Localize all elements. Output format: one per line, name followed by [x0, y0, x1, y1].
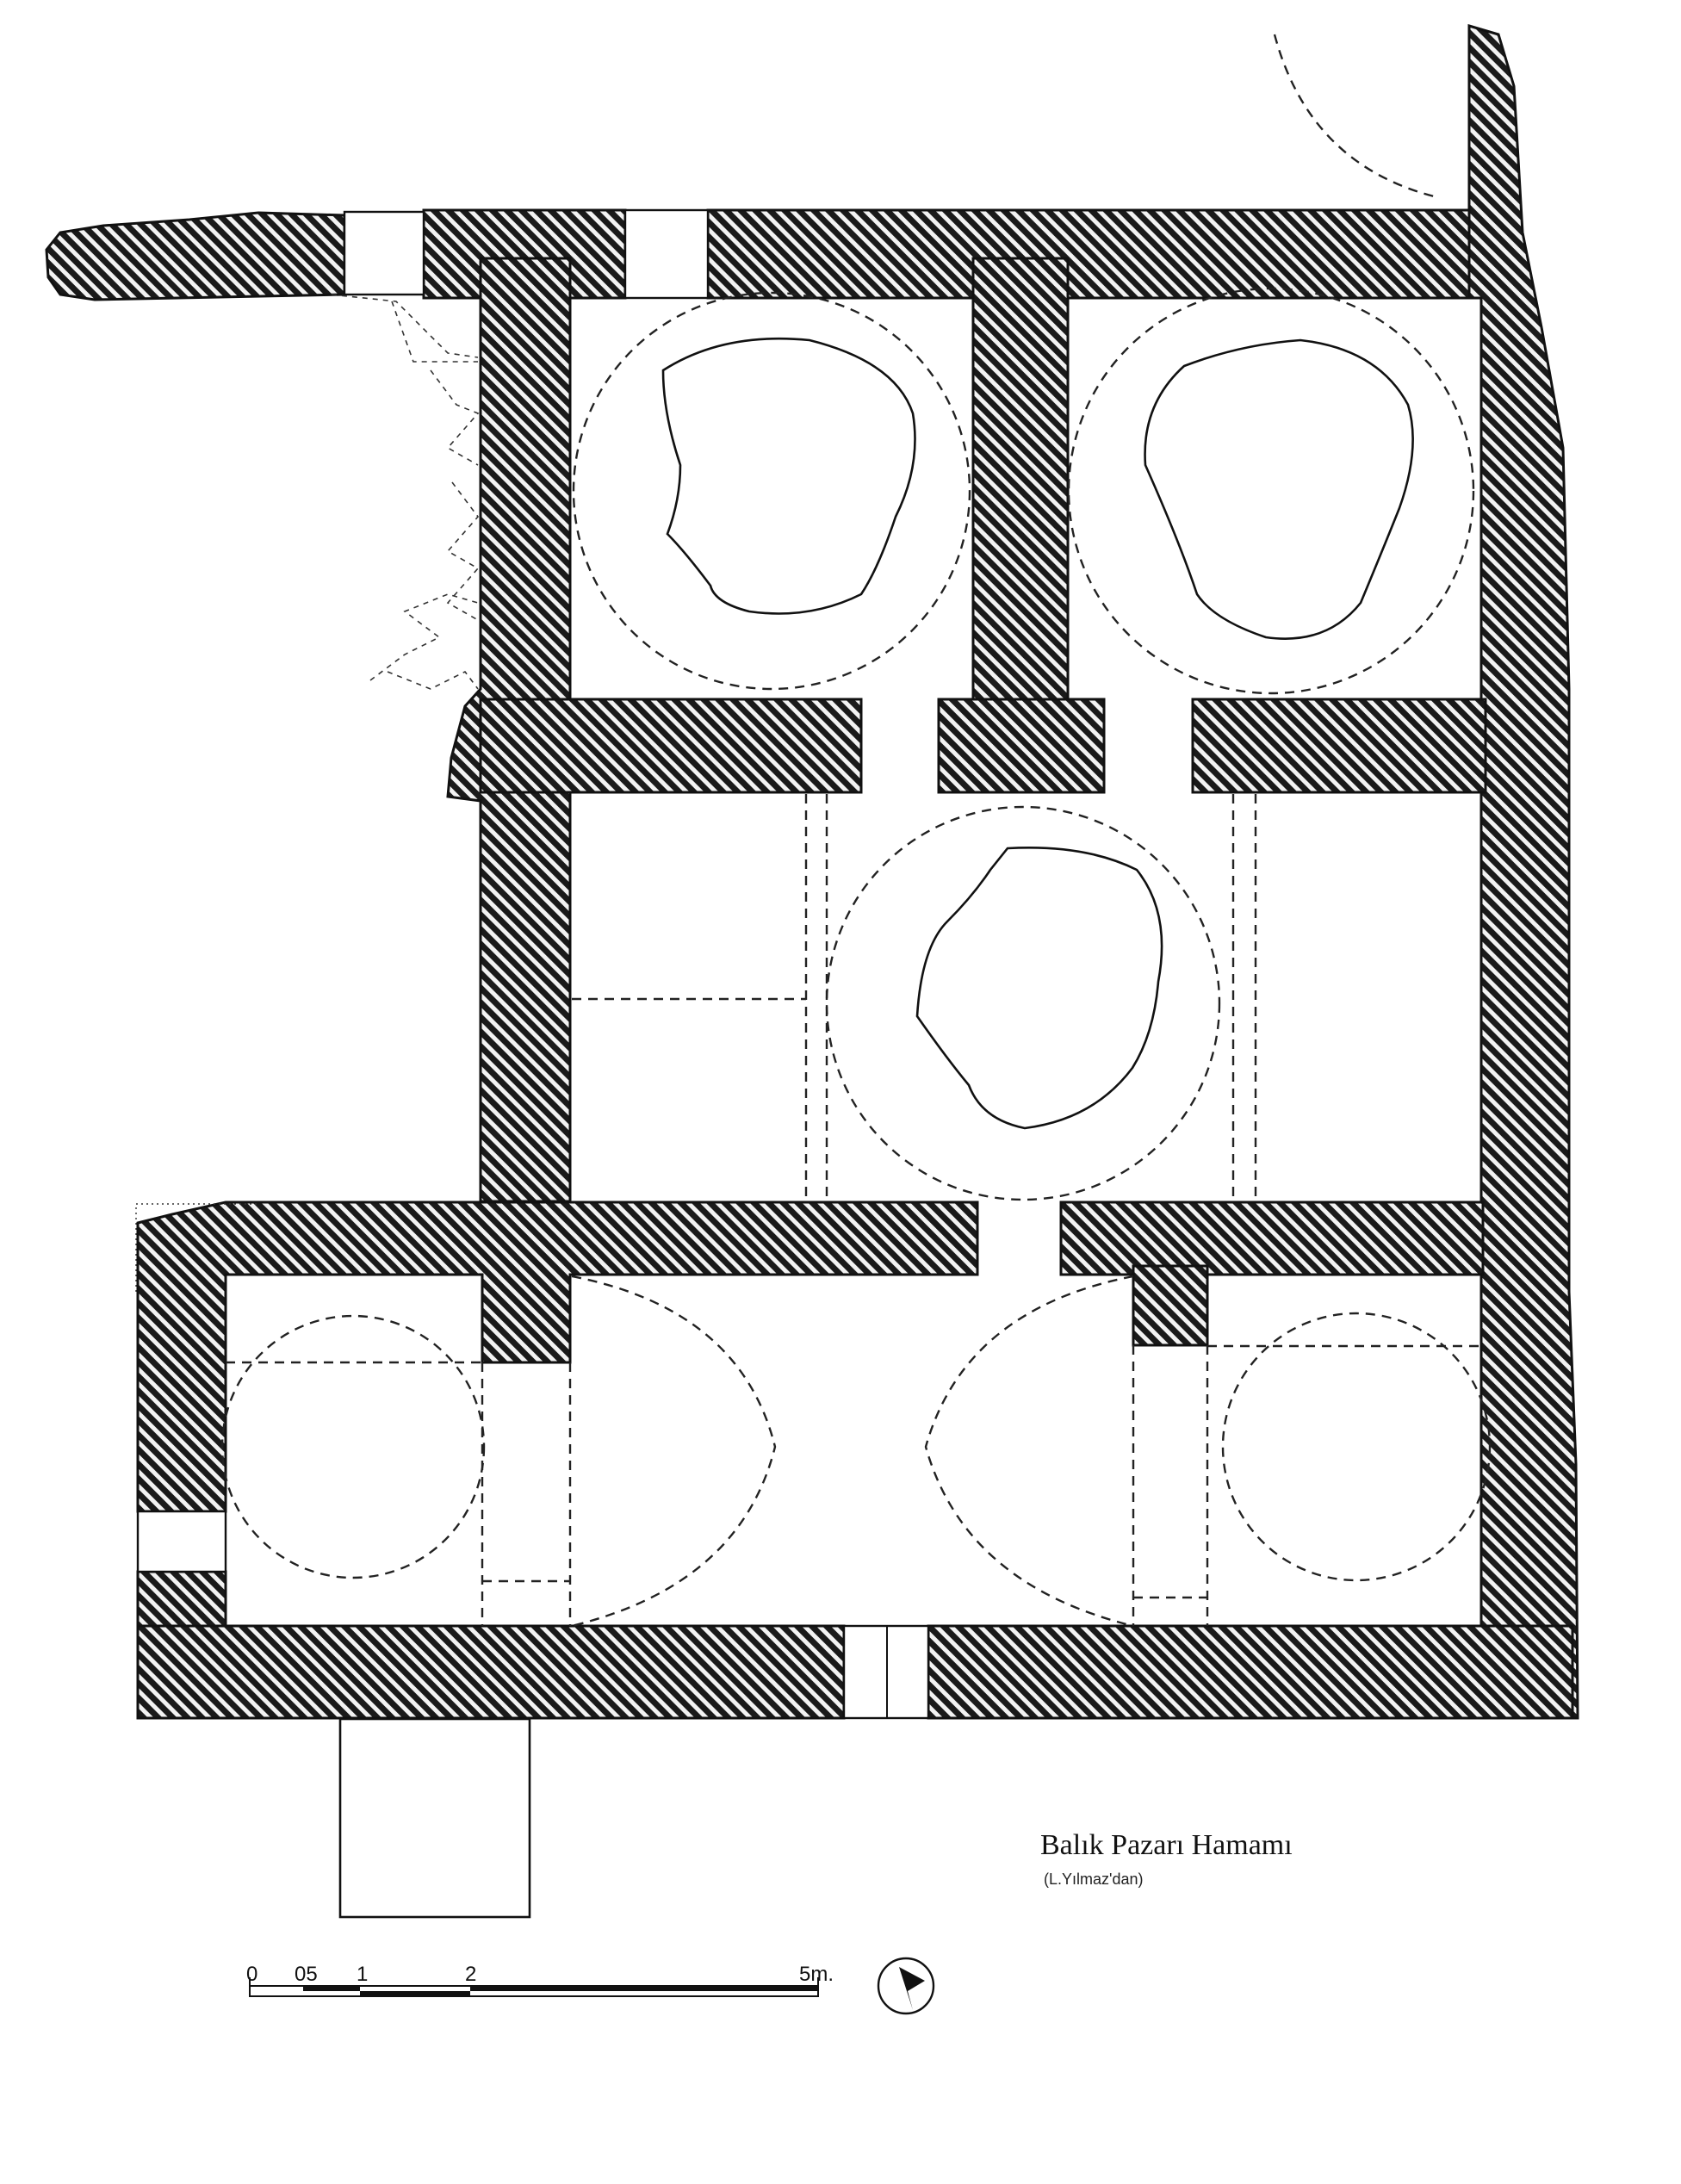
east-wall — [1467, 23, 1579, 1720]
window-north-1 — [343, 210, 425, 296]
cross-wall-mid — [937, 698, 1106, 794]
ruin-dash-1 — [331, 294, 479, 358]
ruin-dash-2 — [391, 301, 478, 363]
north-wall-b — [706, 208, 1483, 300]
ruin-dash-3 — [430, 369, 480, 466]
window-west — [136, 1510, 227, 1573]
cross-wall-left — [479, 698, 863, 794]
domes — [220, 34, 1492, 1582]
dome-ne — [1067, 287, 1475, 695]
pier-lower-right — [1132, 1264, 1209, 1347]
scale-seg-2 — [360, 1991, 470, 1996]
nw-ruined-wall — [45, 211, 346, 301]
ruin-dash-4 — [446, 481, 480, 621]
lower-cross-wall-left — [136, 1201, 979, 1513]
south-wall-b — [927, 1624, 1574, 1720]
dome-center — [825, 805, 1221, 1201]
dome-sw — [220, 1314, 486, 1579]
dashed-lines — [135, 294, 1481, 1628]
south-wall-a — [136, 1624, 846, 1720]
scale-bar: 0 05 1 2 5m. — [246, 1963, 834, 1997]
scale-label-0: 0 — [246, 1963, 257, 1986]
sw-dotted-outline — [135, 1203, 258, 1292]
oculus-nw — [661, 337, 916, 615]
window-north-2 — [623, 208, 710, 300]
oculus-ne — [1144, 338, 1414, 640]
scale-label-05: 05 — [295, 1963, 318, 1986]
walls — [45, 23, 1579, 1720]
scale-label-1: 1 — [357, 1963, 368, 1986]
scale-seg-1 — [303, 1986, 360, 1991]
scale-label-5: 5m. — [799, 1963, 834, 1986]
scale-seg-3 — [470, 1986, 818, 1991]
openings — [136, 208, 930, 1720]
half-dome-right — [924, 1275, 1134, 1628]
divider-wall-upper — [971, 257, 1070, 708]
oculi — [661, 337, 1414, 1130]
plan-credit: (L.Yılmaz'dan) — [1044, 1871, 1144, 1888]
dome-se — [1221, 1312, 1492, 1582]
oculus-center — [915, 846, 1163, 1130]
dome-nw — [572, 291, 971, 691]
half-dome-left — [571, 1275, 777, 1628]
dome-outside-ne — [1273, 34, 1435, 198]
cross-wall-right — [1191, 698, 1487, 794]
lower-cross-wall-right — [1059, 1201, 1485, 1276]
scale-label-2: 2 — [465, 1963, 476, 1986]
south-annex — [338, 1717, 531, 1919]
ruin-dash-6 — [387, 670, 479, 690]
north-arrow-icon — [877, 1957, 935, 2015]
plan-title: Balık Pazarı Hamamı — [1040, 1829, 1293, 1861]
ruin-dash-5 — [369, 593, 479, 681]
